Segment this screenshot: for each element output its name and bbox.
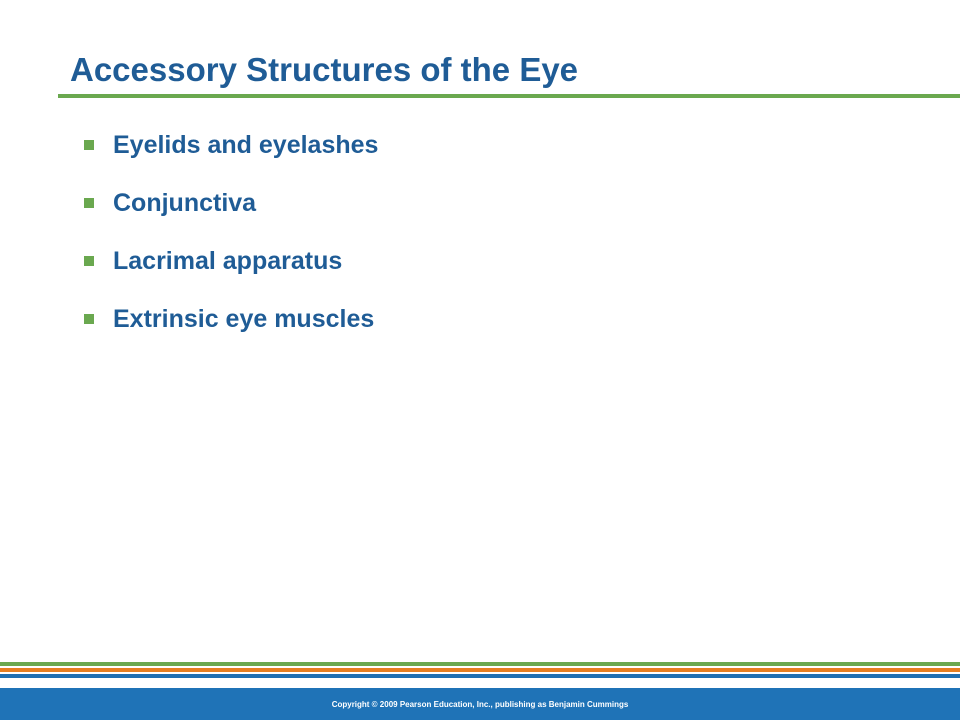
bullet-item: Conjunctiva: [84, 174, 378, 232]
title-underline: [58, 94, 960, 98]
footer-stripe-blue: [0, 674, 960, 678]
square-bullet-icon: [84, 198, 94, 208]
bullet-item: Lacrimal apparatus: [84, 232, 378, 290]
footer-stripes: [0, 662, 960, 680]
footer-bar: Copyright © 2009 Pearson Education, Inc.…: [0, 688, 960, 720]
square-bullet-icon: [84, 314, 94, 324]
bullet-text: Extrinsic eye muscles: [113, 304, 375, 333]
square-bullet-icon: [84, 140, 94, 150]
bullet-text: Lacrimal apparatus: [113, 246, 343, 275]
bullet-list: Eyelids and eyelashes Conjunctiva Lacrim…: [84, 116, 378, 348]
bullet-text: Conjunctiva: [113, 188, 257, 217]
footer-stripe-orange: [0, 668, 960, 672]
square-bullet-icon: [84, 256, 94, 266]
bullet-item: Eyelids and eyelashes: [84, 116, 378, 174]
footer-stripe-green: [0, 662, 960, 666]
copyright-text: Copyright © 2009 Pearson Education, Inc.…: [331, 699, 629, 709]
bullet-text: Eyelids and eyelashes: [113, 130, 379, 159]
bullet-item: Extrinsic eye muscles: [84, 290, 378, 348]
slide-title: Accessory Structures of the Eye: [70, 51, 579, 88]
